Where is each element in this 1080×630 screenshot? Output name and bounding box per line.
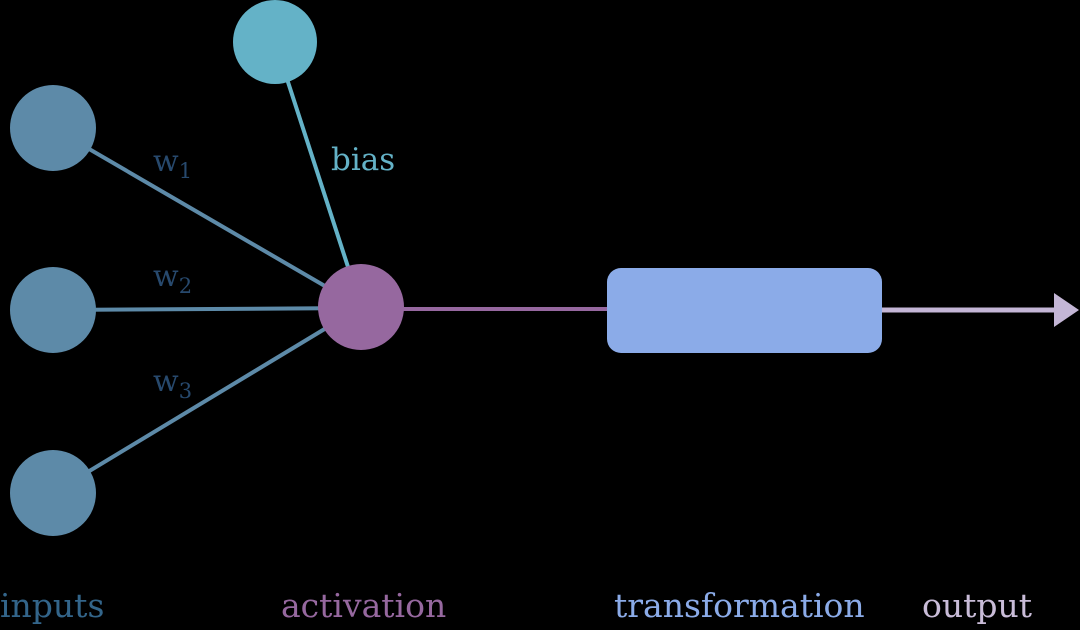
inputs-stage-label: inputs <box>0 586 105 625</box>
edge-input2-to-activation <box>52 306 362 312</box>
weight-2-base: w <box>153 259 179 294</box>
input-node-3 <box>10 450 96 536</box>
weight-2-label: w2 <box>153 259 192 297</box>
weight-3-label: w3 <box>153 364 192 402</box>
weight-3-base: w <box>153 364 179 399</box>
input-node-2 <box>10 267 96 353</box>
output-stage-label: output <box>922 586 1033 625</box>
output-arrowhead-icon <box>1054 293 1079 327</box>
transformation-stage-label: transformation <box>614 586 865 625</box>
bias-label: bias <box>331 142 396 178</box>
activation-node <box>318 264 404 350</box>
weight-1-base: w <box>153 144 179 179</box>
bias-node <box>233 0 317 84</box>
weight-1-label: w1 <box>153 144 192 182</box>
weight-1-subscript: 1 <box>178 159 193 183</box>
activation-stage-label: activation <box>281 586 447 625</box>
weight-2-subscript: 2 <box>178 274 193 298</box>
edge-bias-to-activation <box>273 41 363 308</box>
edge-input1-to-activation <box>51 126 363 309</box>
weight-3-subscript: 3 <box>178 379 193 403</box>
transformation-box <box>607 268 882 353</box>
input-node-1 <box>10 85 96 171</box>
edge-input3-to-activation <box>51 305 363 495</box>
